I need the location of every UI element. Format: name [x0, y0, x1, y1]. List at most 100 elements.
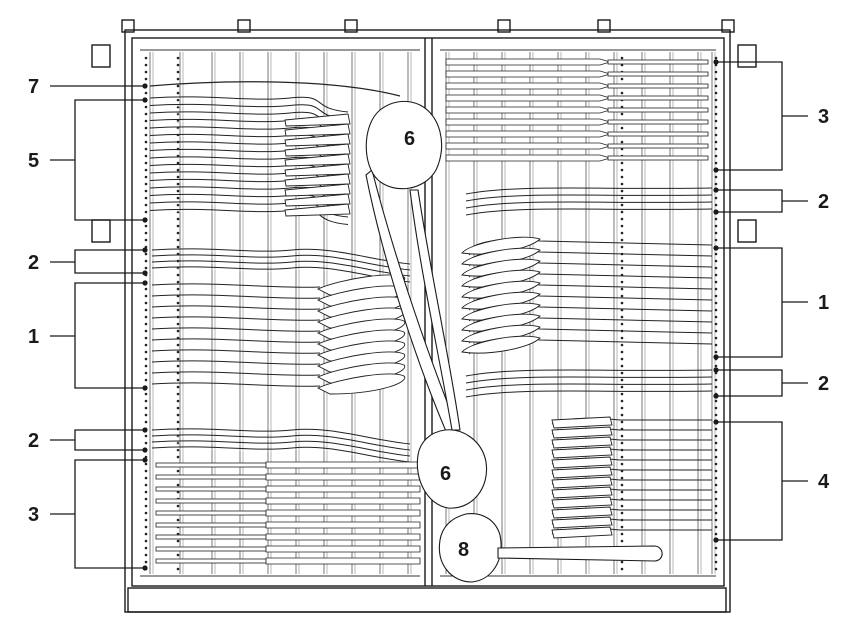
rail-dot: [620, 490, 624, 494]
knife-handle: [155, 522, 267, 528]
rail-dot: [714, 525, 718, 529]
rail-dot: [714, 175, 718, 179]
knife-handle: [607, 59, 709, 65]
rail-dot: [176, 168, 180, 172]
rail-dot: [620, 56, 624, 60]
rail-dot: [144, 266, 148, 270]
rail-dot: [714, 497, 718, 501]
rail-dot: [144, 259, 148, 263]
rail-dot: [176, 70, 180, 74]
wheel-icon: [91, 219, 111, 243]
spoon-bowl: [316, 373, 406, 395]
fork-handle: [151, 442, 411, 459]
rail-dot: [620, 280, 624, 284]
rail-dot: [714, 469, 718, 473]
rail-dot: [620, 189, 624, 193]
knife-handle: [155, 498, 267, 504]
rail-dot: [620, 455, 624, 459]
rail-dot: [144, 126, 148, 130]
rail-dot: [620, 483, 624, 487]
knife-blade: [445, 70, 612, 78]
rail-dot: [176, 182, 180, 186]
rail-dot: [144, 343, 148, 347]
rail-dot: [714, 385, 718, 389]
serving-utensils: [365, 100, 663, 583]
knife-handle: [607, 107, 709, 113]
fork-handle: [151, 448, 411, 465]
label-2-lower-left: 2: [28, 430, 39, 452]
rail-dot: [714, 273, 718, 277]
rail-dot: [144, 364, 148, 368]
rail-dot: [176, 98, 180, 102]
rail-dot: [714, 364, 718, 368]
label-3-right: 3: [818, 106, 829, 128]
rail-dot: [176, 119, 180, 123]
rail-dot: [714, 518, 718, 522]
rail-dot: [176, 413, 180, 417]
fork-head: [551, 506, 613, 519]
rail-dot: [144, 511, 148, 515]
rail-dot: [714, 77, 718, 81]
rail-dot: [620, 385, 624, 389]
rail-dot: [620, 357, 624, 361]
rail-dot: [620, 476, 624, 480]
rail-dot: [176, 224, 180, 228]
rail-dot: [620, 168, 624, 172]
rail-dot: [714, 231, 718, 235]
serving-spoon-6-bottom: [416, 429, 488, 509]
rail-dot: [620, 77, 624, 81]
fork-head: [551, 516, 613, 529]
rail-dot: [714, 483, 718, 487]
fork-handle: [151, 436, 411, 453]
rail-dot: [620, 532, 624, 536]
knife-blade: [265, 533, 421, 541]
rail-dot: [714, 490, 718, 494]
fork-handle: [151, 260, 411, 277]
rail-dot: [620, 504, 624, 508]
fork-head: [284, 163, 351, 177]
fork-handle: [151, 250, 411, 267]
rail-dot: [144, 553, 148, 557]
rail-dot: [620, 112, 624, 116]
rail-dot: [144, 490, 148, 494]
fork-head: [284, 183, 351, 197]
rail-dot: [144, 210, 148, 214]
rail-dot: [176, 378, 180, 382]
rail-dot: [144, 371, 148, 375]
cutlery-items: [149, 58, 713, 565]
fork-handle: [149, 103, 349, 120]
label-2-upper-left: 2: [28, 252, 39, 274]
knife-blade: [445, 82, 612, 90]
fork-head: [551, 526, 613, 539]
rail-dot: [176, 364, 180, 368]
fork-handle: [465, 376, 713, 384]
knife-blade: [265, 545, 421, 553]
knife-blade: [445, 154, 612, 162]
rail-dot: [714, 301, 718, 305]
fork-handle: [151, 434, 411, 451]
fork-handle: [149, 166, 349, 182]
rail-dot: [714, 259, 718, 263]
rail-dot: [176, 448, 180, 452]
rail-dot: [714, 133, 718, 137]
fork-head: [284, 123, 351, 137]
rail-dot: [176, 196, 180, 200]
fork-head: [284, 203, 351, 217]
rail-dot: [176, 203, 180, 207]
rail-dot: [620, 560, 624, 564]
rail-dot: [176, 539, 180, 543]
knife-handle: [607, 131, 709, 137]
rail-dot: [620, 322, 624, 326]
rail-dot: [176, 175, 180, 179]
rail-dot: [714, 399, 718, 403]
rail-dot: [144, 392, 148, 396]
rail-dot: [714, 322, 718, 326]
knife-handle: [607, 95, 709, 101]
knife-handle: [607, 83, 709, 89]
knife-blade: [265, 557, 421, 565]
rail-dot: [714, 546, 718, 550]
rail-dot: [714, 343, 718, 347]
rail-dot: [144, 539, 148, 543]
rail-dot: [714, 280, 718, 284]
fork-head: [551, 446, 613, 459]
